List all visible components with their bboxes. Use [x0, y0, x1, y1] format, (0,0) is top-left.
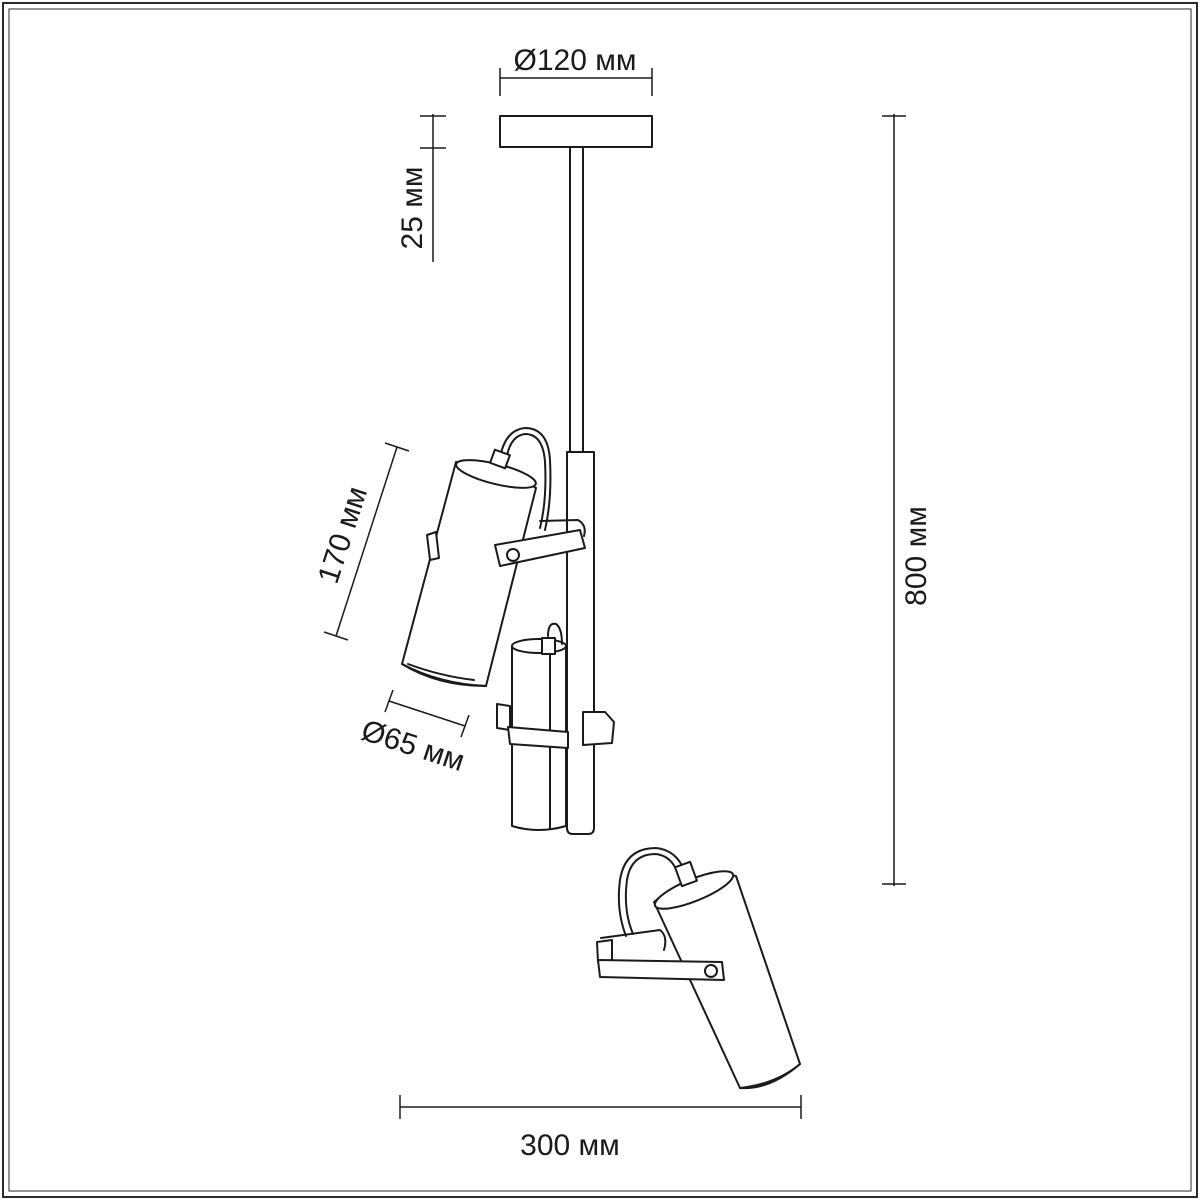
dim-tick: [384, 442, 410, 452]
spotlight-top: [511, 638, 567, 654]
bracket-loop: [600, 929, 667, 951]
bracket-band: [507, 726, 569, 749]
dimension-total-height: 800 мм: [882, 114, 933, 886]
power-cable: [505, 433, 547, 529]
bracket-loop: [539, 519, 586, 537]
dim-line: [335, 446, 398, 637]
inner-frame: [8, 8, 1192, 1192]
dim-tick: [460, 714, 470, 738]
cable-connector: [489, 448, 511, 470]
bracket-left-tab: [426, 531, 440, 561]
shade-length-label: 170 мм: [312, 483, 374, 588]
lower-rod: [566, 451, 595, 835]
total-height-label: 800 мм: [900, 506, 933, 606]
bracket-screw: [506, 548, 520, 562]
dim-tick: [323, 631, 349, 641]
bracket-arm: [597, 959, 725, 981]
spotlight-rim: [401, 663, 487, 687]
bracket-left-tab: [596, 939, 613, 963]
spotlight-rim: [739, 1063, 801, 1089]
dimension-shade-diameter: Ø65 мм: [357, 689, 470, 778]
dim-line: [388, 700, 466, 727]
shade-diameter-label: Ø65 мм: [357, 714, 468, 778]
dimension-canopy-height: 25 мм: [396, 114, 446, 262]
spotlight-middle: [496, 622, 615, 831]
bracket-loop: [582, 711, 615, 746]
canopy-height-label: 25 мм: [396, 167, 429, 250]
power-cable: [624, 853, 679, 935]
spotlight-upper: [401, 427, 586, 687]
canopy-diameter-label: Ø120 мм: [514, 44, 637, 77]
dim-tick: [384, 689, 394, 713]
bracket-screw: [704, 964, 718, 978]
ceiling-canopy: [499, 115, 653, 148]
dimension-canopy-diameter: Ø120 мм: [499, 44, 653, 96]
cable-connector: [674, 860, 698, 888]
power-cable: [617, 847, 685, 937]
total-width-label: 300 мм: [520, 1129, 620, 1162]
dimension-shade-length: 170 мм: [312, 442, 410, 641]
power-cable: [499, 427, 552, 531]
spotlight-lower: [596, 847, 801, 1090]
spotlight-rim-inner: [407, 663, 475, 681]
dimension-total-width: 300 мм: [399, 1095, 802, 1162]
cable-connector: [541, 637, 556, 655]
power-cable: [547, 622, 563, 645]
lamp: [401, 115, 801, 1090]
